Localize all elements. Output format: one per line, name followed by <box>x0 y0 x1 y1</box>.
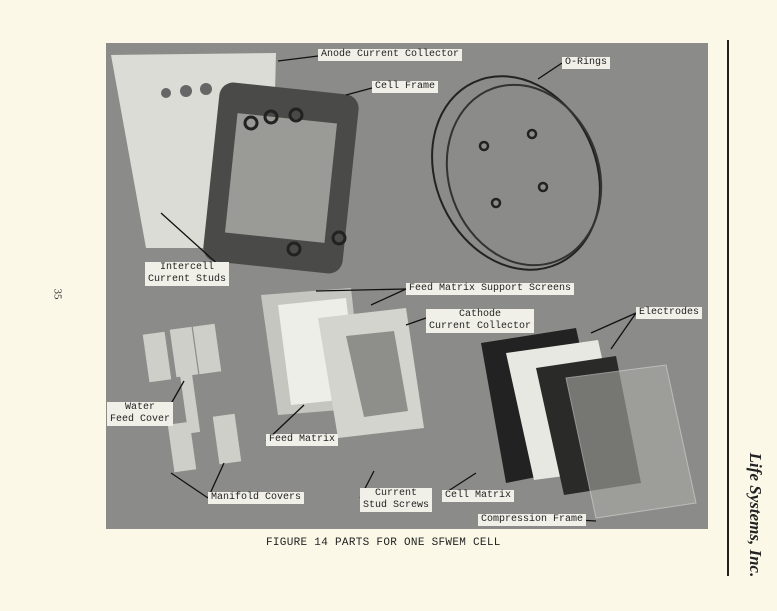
label-feed-matrix-support-screens: Feed Matrix Support Screens <box>406 283 575 295</box>
o-ring <box>445 83 603 267</box>
label-feed-matrix: Feed Matrix <box>266 434 339 446</box>
label-anode-current-collector: Anode Current Collector <box>318 49 463 61</box>
page-number: 35 <box>51 288 64 300</box>
o-ring <box>431 75 601 271</box>
figure-caption: FIGURE 14 PARTS FOR ONE SFWEM CELL <box>266 537 501 549</box>
label-cell-frame: Cell Frame <box>372 81 439 93</box>
parts-illustration <box>111 53 697 522</box>
label-o-rings: O-Rings <box>562 57 611 69</box>
label-electrodes: Electrodes <box>636 307 703 319</box>
company-name: Life Systems, Inc. <box>746 452 765 578</box>
margin-rule <box>727 40 729 576</box>
label-cell-matrix: Cell Matrix <box>442 490 515 502</box>
label-manifold-covers: Manifold Covers <box>208 492 305 504</box>
label-compression-frame: Compression Frame <box>478 514 587 526</box>
compression-frame <box>565 364 697 519</box>
parts-photo: Anode Current Collector Cell Frame O-Rin… <box>106 43 708 529</box>
